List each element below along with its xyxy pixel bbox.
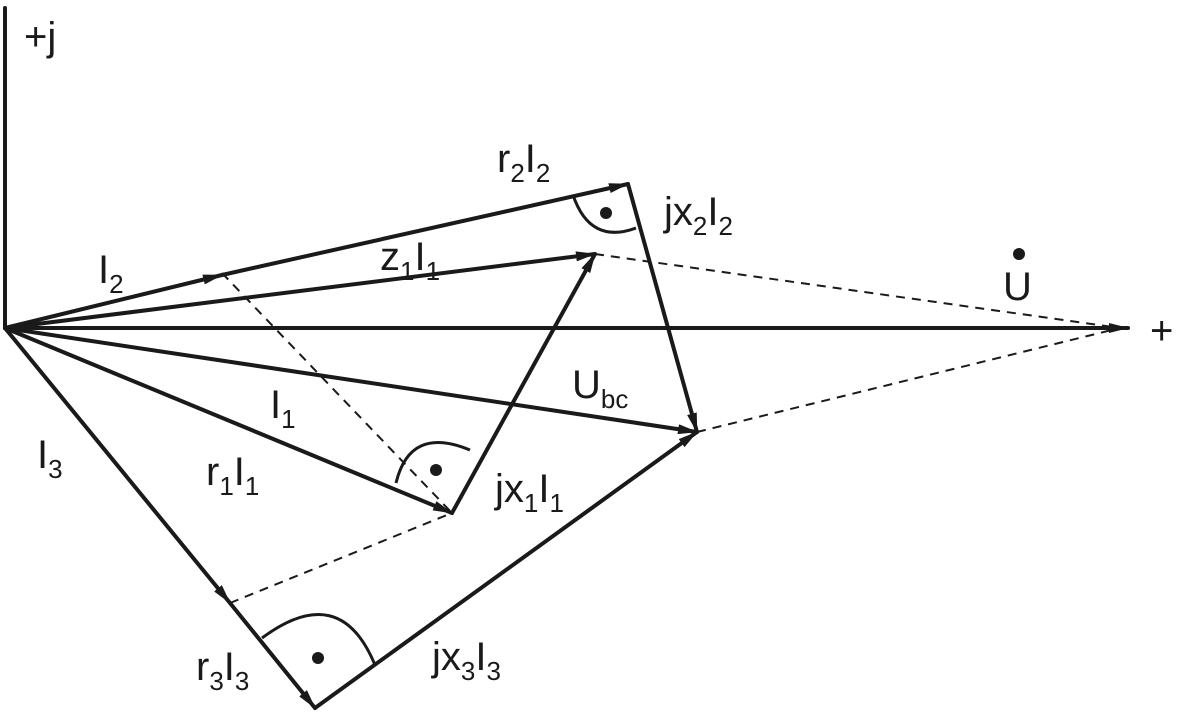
phasor-Ubc [3,326,699,435]
label-Ubc: Ubc [572,363,628,414]
dash-Ubc-to-U [696,327,1121,433]
dash-I3-to-r1I1 [229,512,453,604]
label-jx2I2: jx2I2 [663,190,733,241]
label-I3: I3 [37,433,63,484]
right-angle-dot-3 [312,652,324,664]
phasor-jx3I3 [313,430,699,710]
dash-z1I1-to-U [594,253,1121,329]
label-jx1I1: jx1I1 [494,467,564,518]
label-r1I1: r1I1 [206,450,259,501]
right-angle-arc-3 [261,613,377,666]
phasor-r2I2 [220,182,630,277]
phasor-z1I1 [3,251,597,330]
right-angle-arc-1 [394,441,471,484]
right-angle-dot-1 [430,464,442,476]
label-z1I1: z1I1 [380,235,440,286]
label-I1: I1 [270,383,296,434]
label-r2I2: r2I2 [497,137,550,188]
imag-axis-label: +j [24,15,56,59]
phasor-jx2I2 [626,182,699,434]
label-jx3I3: jx3I3 [431,635,501,686]
phasor-jx1I1 [450,252,597,515]
phasor-I2 [3,273,224,330]
phasor-r3I3 [228,601,317,710]
phasor-I3 [3,326,232,605]
right-angle-arc-2 [571,194,637,234]
label-U: U [1003,265,1032,309]
phasor-I1 [3,326,454,515]
real-axis-label: + [1150,309,1173,353]
right-angle-dot-2 [600,207,612,219]
U-dot-marker [1013,248,1025,260]
dash-I2-to-r1I1 [221,272,453,514]
label-r3I3: r3I3 [196,645,249,696]
label-I2: I2 [98,248,124,299]
